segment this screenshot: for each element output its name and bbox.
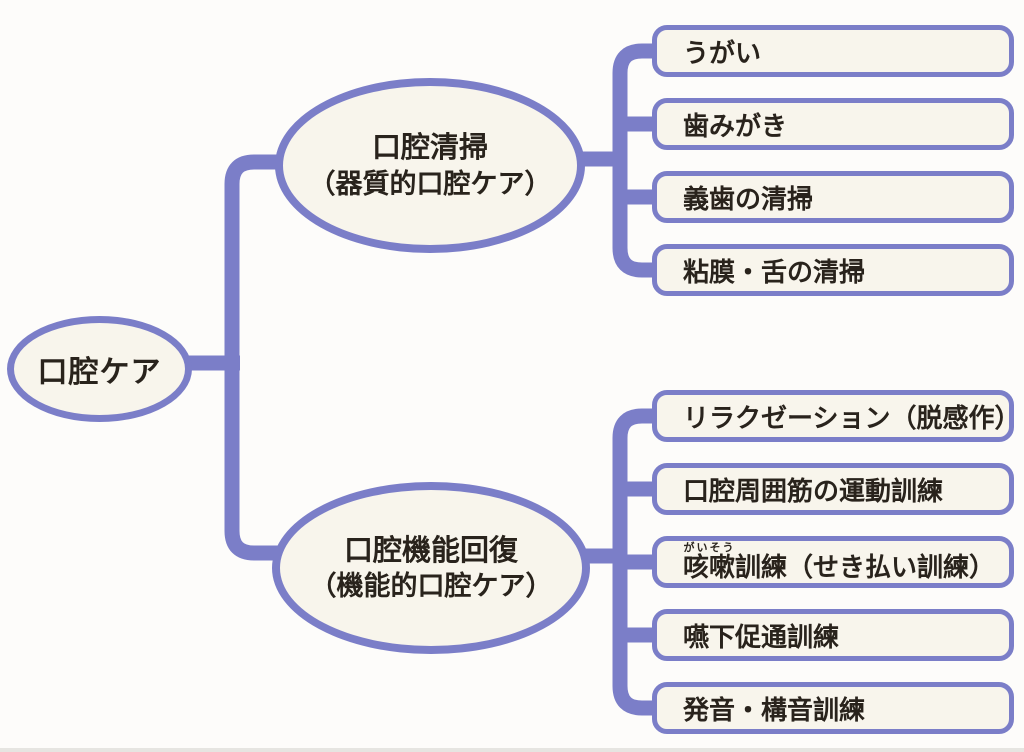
root-node: 口腔ケア — [7, 316, 192, 422]
leaf-label: 歯みがき — [683, 111, 788, 142]
leaf-node: 口腔周囲筋の運動訓練 — [652, 463, 1014, 515]
branch-node-oral-function-recovery: 口腔機能回復 （機能的口腔ケア） — [272, 482, 590, 654]
branch-label: 口腔清掃 — [371, 130, 488, 165]
leaf-node: 歯みがき — [652, 98, 1014, 150]
top-branch-bracket-line — [612, 43, 656, 278]
root-node-label: 口腔ケア — [37, 355, 162, 390]
scan-edge-artifact — [0, 748, 1024, 752]
leaf-node: 発音・構音訓練 — [652, 682, 1014, 734]
bottom-branch-bracket-line — [612, 408, 656, 716]
leaf-node: 義歯の清掃 — [652, 171, 1014, 223]
leaf-node: 嚥下促通訓練 — [652, 609, 1014, 661]
leaf-node: 粘膜・舌の清掃 — [652, 244, 1014, 296]
leaf-label: 粘膜・舌の清掃 — [683, 257, 866, 288]
root-bracket-line — [224, 154, 279, 561]
leaf-label: 嚥下促通訓練 — [683, 622, 840, 653]
leaf-label: 咳がい嗽そう訓練（せき払い訓練） — [683, 540, 996, 583]
leaf-node: うがい — [652, 25, 1014, 77]
branch-node-oral-cleaning: 口腔清掃 （器質的口腔ケア） — [275, 78, 585, 253]
leaf-label: うがい — [683, 38, 762, 69]
branch-sublabel: （器質的口腔ケア） — [308, 168, 552, 200]
branch-sublabel: （機能的口腔ケア） — [309, 571, 553, 603]
branch-label: 口腔機能回復 — [343, 532, 518, 567]
leaf-label: 発音・構音訓練 — [683, 695, 866, 726]
leaf-label: リラクゼーション（脱感作） — [683, 403, 1021, 434]
leaf-label: 口腔周囲筋の運動訓練 — [683, 476, 944, 507]
leaf-node: 咳がい嗽そう訓練（せき払い訓練） — [652, 536, 1014, 588]
leaf-label: 義歯の清掃 — [683, 184, 814, 215]
leaf-node: リラクゼーション（脱感作） — [652, 390, 1020, 442]
